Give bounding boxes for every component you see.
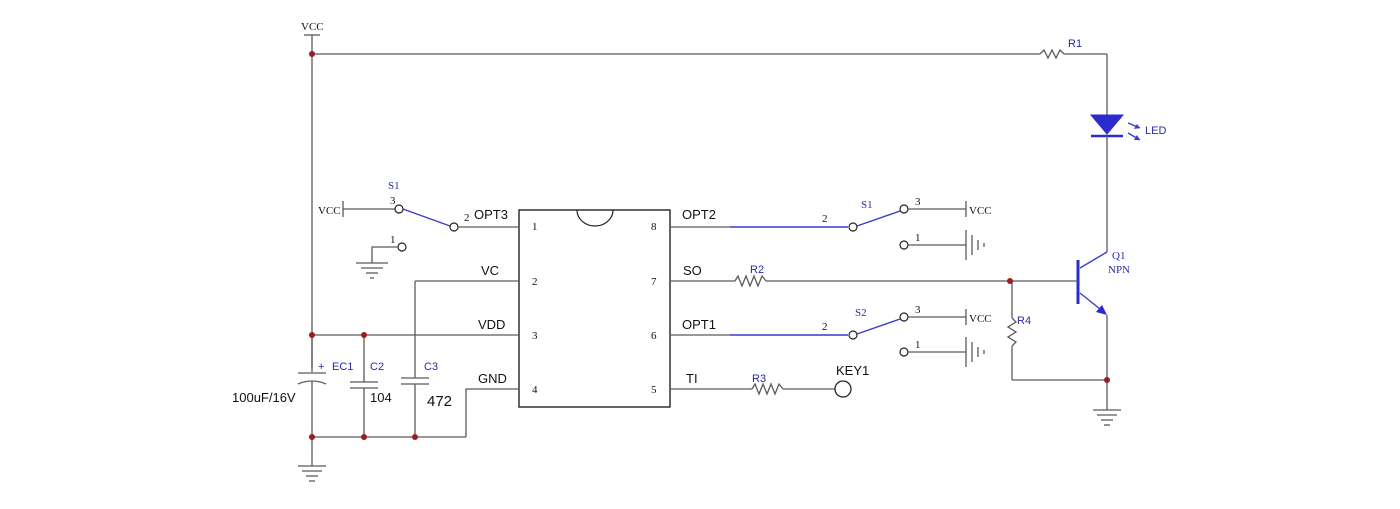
wire-gnd [465,388,519,437]
c2-value: 104 [370,390,392,405]
ic-pin-3-num: 3 [532,330,538,342]
net-ti: TI [686,371,698,386]
resistor-r2: R2 [734,264,1010,288]
ground-main [298,437,326,482]
c3-value: 472 [427,393,452,410]
ic-pin-4-num: 4 [532,384,538,396]
net-so: SO [683,263,702,278]
s1-left-pin1: 1 [390,234,396,246]
s2-right-pin2: 2 [822,321,828,333]
s1-left-pin3: 3 [390,195,396,207]
ground-q1 [1093,380,1121,426]
led-label: LED [1145,125,1166,137]
s1-right-pin1: 1 [915,232,921,244]
s2-right-pin1: 1 [915,339,921,351]
led: LED [1089,54,1166,252]
s2-right-ref: S2 [855,307,867,319]
s2-right-pin3: 3 [915,304,921,316]
switch-s2-right: VCC S2 3 1 2 [822,304,992,367]
c3-ref: C3 [424,361,438,373]
capacitor-ec1: + EC1 100uF/16V [232,335,353,437]
vcc-s1-right-label: VCC [969,205,992,217]
ec1-polarity: + [318,361,324,373]
ic-pin-8-num: 8 [651,221,657,233]
junctions [309,51,1110,440]
resistor-r4: R4 [1006,281,1107,381]
net-opt2: OPT2 [682,207,716,222]
q1-ref: Q1 [1112,250,1125,262]
capacitor-c2: C2 104 [350,335,392,437]
ic-pin-2-num: 2 [532,276,538,288]
capacitor-c3: C3 472 [401,281,452,437]
resistor-r3: R3 [751,373,835,396]
vcc-s1-left-label: VCC [318,205,341,217]
net-vc: VC [481,263,499,278]
switch-s1-right: VCC S1 3 1 2 [822,196,992,260]
vcc-s2-right-label: VCC [969,313,992,325]
ec1-ref: EC1 [332,361,353,373]
ic-pin-1-num: 1 [532,221,538,233]
ic-pin-6-num: 6 [651,330,657,342]
s1-left-pin2: 2 [464,212,470,224]
q1-type: NPN [1108,264,1130,276]
vcc-top-label: VCC [301,21,324,33]
net-vdd: VDD [478,317,505,332]
net-opt3: OPT3 [474,207,508,222]
s1-right-pin2: 2 [822,213,828,225]
resistor-r1: R1 [1039,38,1107,60]
ic-pin-5-num: 5 [651,384,657,396]
s1-right-ref: S1 [861,199,873,211]
ic-pin-7-num: 7 [651,276,657,288]
vcc-top-symbol: VCC [301,21,324,54]
ic-8pin: 1 2 3 4 8 7 6 5 [518,209,671,408]
r4-label: R4 [1017,315,1031,327]
switch-s1-left: VCC S1 3 1 2 [318,180,484,279]
r1-label: R1 [1068,38,1082,50]
transistor-q1: Q1 NPN [1076,250,1130,380]
r3-label: R3 [752,373,766,385]
key1-terminal: KEY1 [834,363,869,398]
ec1-value: 100uF/16V [232,390,296,405]
s1-left-ref: S1 [388,180,400,192]
r2-label: R2 [750,264,764,276]
s1-right-pin3: 3 [915,196,921,208]
net-gnd: GND [478,371,507,386]
net-opt1: OPT1 [682,317,716,332]
key1-label: KEY1 [836,363,869,378]
c2-ref: C2 [370,361,384,373]
